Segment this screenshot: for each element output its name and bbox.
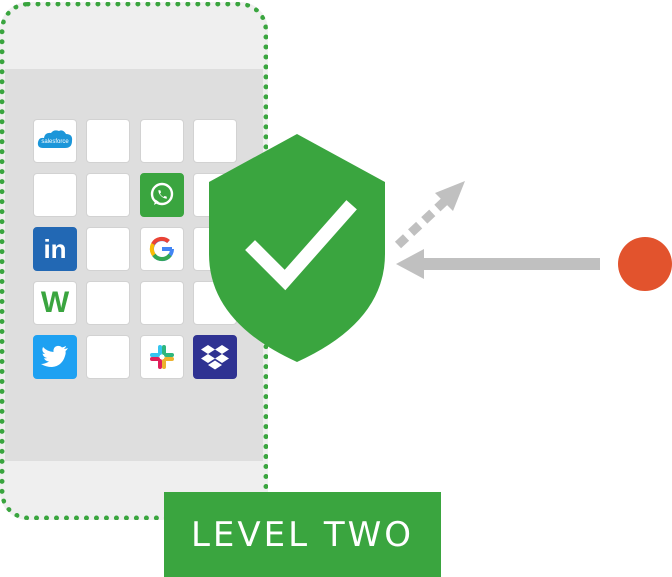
workday-app-icon[interactable]: W: [33, 281, 77, 325]
slack-icon: [150, 345, 174, 369]
phone-screen: salesforce in: [5, 69, 263, 461]
salesforce-label: salesforce: [41, 139, 69, 145]
twitter-bird-icon: [41, 345, 68, 367]
empty-app-slot: [86, 281, 130, 325]
slack-app-icon[interactable]: [140, 335, 184, 379]
shield-check-icon: [209, 134, 385, 362]
empty-app-slot: [140, 281, 184, 325]
arrow-left-icon: [396, 249, 600, 279]
empty-app-slot: [33, 173, 77, 217]
salesforce-app-icon[interactable]: salesforce: [33, 119, 77, 163]
whatsapp-icon: [150, 182, 174, 206]
dropbox-icon: [201, 345, 229, 370]
google-app-icon[interactable]: [140, 227, 184, 271]
dropbox-app-icon[interactable]: [193, 335, 237, 379]
empty-app-slot: [193, 119, 237, 163]
empty-app-slot: [86, 119, 130, 163]
source-dot: [618, 237, 672, 291]
workday-label: W: [40, 286, 70, 319]
empty-app-slot: [140, 119, 184, 163]
google-icon: [149, 236, 175, 262]
linkedin-app-icon[interactable]: in: [33, 227, 77, 271]
dotted-arrow-up-right-icon: [394, 181, 465, 249]
level-label: LEVEL TWO: [190, 514, 415, 555]
phone-frame: salesforce in: [0, 2, 268, 520]
whatsapp-app-icon[interactable]: [140, 173, 184, 217]
salesforce-cloud-icon: salesforce: [37, 130, 73, 148]
twitter-app-icon[interactable]: [33, 335, 77, 379]
level-badge: LEVEL TWO: [164, 492, 441, 577]
empty-app-slot: [86, 335, 130, 379]
empty-app-slot: [86, 173, 130, 217]
linkedin-label: in: [43, 234, 67, 264]
empty-app-slot: [86, 227, 130, 271]
